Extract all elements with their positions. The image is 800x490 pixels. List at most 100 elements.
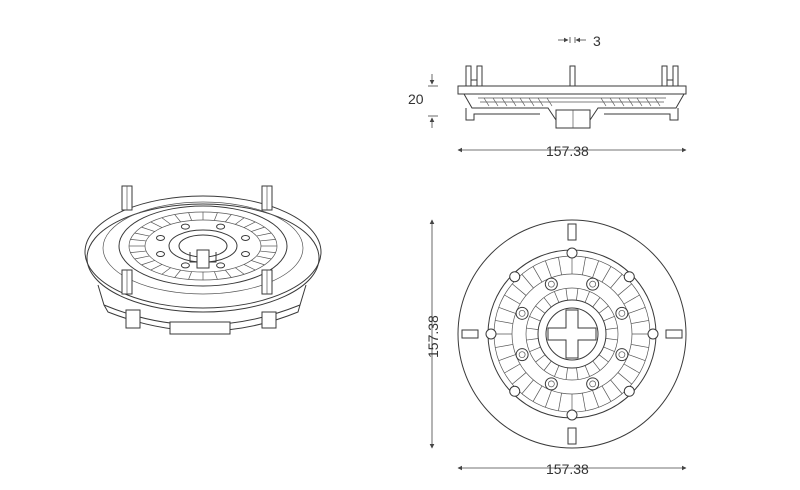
- side-rib: [645, 97, 652, 107]
- dimension-plan-width: 157.38: [457, 461, 687, 477]
- plan-rib: [498, 306, 516, 314]
- iso-rib: [161, 217, 171, 225]
- iso-rib: [134, 255, 150, 260]
- plan-rib: [598, 354, 609, 363]
- plan-rib: [598, 305, 609, 314]
- plan-rib: [544, 260, 552, 278]
- plan-rib: [623, 363, 640, 374]
- plan-rib: [576, 288, 579, 301]
- plan-outer-boss: [566, 409, 578, 421]
- plan-rib: [565, 288, 568, 301]
- plan-rib: [526, 338, 539, 341]
- plan-rib: [605, 338, 618, 341]
- iso-rib: [188, 212, 193, 221]
- plan-rib: [535, 305, 546, 314]
- side-rib: [636, 97, 643, 107]
- plan-boss-hole: [589, 280, 597, 288]
- plan-boss: [544, 277, 558, 291]
- plan-outer-boss: [623, 271, 635, 283]
- isometric-view: [84, 185, 322, 335]
- iso-rib: [256, 232, 272, 237]
- dimension-plan-height: 157.38: [425, 219, 441, 449]
- iso-rib: [224, 269, 232, 278]
- plan-outer-boss: [509, 385, 521, 397]
- side-rib: [600, 97, 607, 107]
- plan-boss: [615, 348, 629, 362]
- iso-rib: [259, 250, 276, 253]
- plan-rib: [582, 257, 586, 275]
- plan-boss-hole: [589, 380, 597, 388]
- plan-rib: [628, 306, 646, 314]
- plan-boss-hole: [518, 309, 526, 317]
- plan-rib: [558, 393, 562, 411]
- iso-rib: [161, 267, 171, 275]
- plan-rib: [558, 257, 562, 275]
- side-rib: [654, 97, 661, 107]
- plan-tab: [567, 223, 577, 241]
- plan-rib: [554, 365, 560, 377]
- side-rib: [537, 97, 544, 107]
- iso-rib: [174, 214, 182, 223]
- iso-rib: [188, 271, 193, 280]
- side-width-label: 157.38: [546, 143, 589, 159]
- plan-rib: [592, 360, 601, 371]
- plan-rib: [623, 294, 640, 305]
- plan-rib: [543, 297, 552, 308]
- plan-rib: [512, 372, 527, 385]
- side-rib: [528, 97, 535, 107]
- plan-height-label: 157.38: [425, 315, 441, 358]
- plan-rib: [565, 367, 568, 380]
- plan-boss: [515, 348, 529, 362]
- plan-boss-hole: [547, 380, 555, 388]
- plan-rib: [532, 266, 543, 283]
- plan-boss-hole: [547, 280, 555, 288]
- iso-rib: [224, 214, 232, 223]
- plan-rib: [628, 354, 646, 362]
- plan-rib: [526, 327, 539, 330]
- plan-rib: [603, 346, 615, 352]
- iso-rib: [243, 264, 256, 271]
- plan-tab: [665, 329, 683, 339]
- dimension-tab-width: 3: [558, 33, 601, 49]
- side-rib: [492, 97, 499, 107]
- plan-rib: [605, 327, 618, 330]
- plan-rib: [504, 294, 521, 305]
- side-rib: [483, 97, 490, 107]
- iso-rib: [150, 264, 163, 271]
- iso-boss: [240, 251, 250, 258]
- side-rib: [546, 97, 553, 107]
- plan-rib: [498, 354, 516, 362]
- plan-boss-hole: [618, 351, 626, 359]
- plan-rib: [631, 320, 649, 324]
- side-rib: [618, 97, 625, 107]
- iso-rib: [243, 221, 256, 228]
- plan-rib: [504, 363, 521, 374]
- plan-rib: [532, 385, 543, 402]
- iso-rib: [256, 255, 272, 260]
- plan-rib: [554, 291, 560, 303]
- iso-boss: [216, 262, 226, 269]
- plan-outer-boss: [509, 271, 521, 283]
- plan-rib: [592, 297, 601, 308]
- side-rib: [609, 97, 616, 107]
- side-view: [457, 65, 687, 129]
- iso-boss: [156, 251, 166, 258]
- iso-boss: [240, 234, 250, 241]
- side-height-label: 20: [408, 91, 424, 107]
- plan-rib: [529, 346, 541, 352]
- plan-rib: [529, 316, 541, 322]
- plan-outer-boss: [485, 328, 497, 340]
- iso-rib: [174, 269, 182, 278]
- plan-rib: [592, 390, 600, 408]
- plan-boss: [586, 377, 600, 391]
- plan-rib: [495, 320, 513, 324]
- iso-rib: [213, 212, 218, 221]
- iso-rib: [213, 271, 218, 280]
- plan-outer-boss: [647, 328, 659, 340]
- iso-boss: [180, 262, 190, 269]
- iso-rib: [130, 239, 147, 242]
- iso-rib: [235, 267, 245, 275]
- plan-view: [457, 219, 687, 449]
- side-rib: [627, 97, 634, 107]
